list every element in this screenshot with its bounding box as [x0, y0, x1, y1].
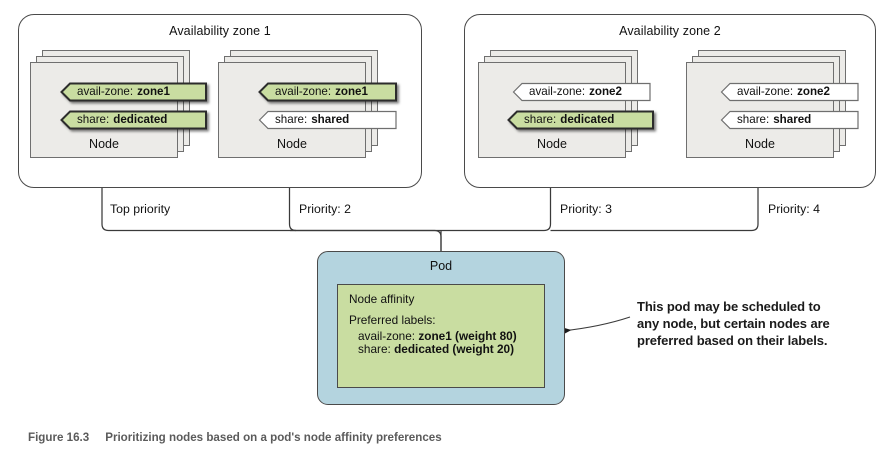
pennant-shape [258, 110, 397, 130]
node-name-label: Node [537, 137, 567, 151]
node-name-label: Node [277, 137, 307, 151]
affinity-item-value: zone1 (weight 80) [418, 328, 517, 343]
label-pennant-avail-zone-z1n2[interactable]: avail-zone: zone1 [258, 82, 398, 102]
label-pennant-avail-zone-z1n1[interactable]: avail-zone: zone1 [60, 82, 208, 102]
label-key: share: [524, 113, 557, 126]
label-pennant-avail-zone-z2n2[interactable]: avail-zone: zone2 [720, 82, 860, 102]
pennant-shape [258, 82, 397, 102]
priority-label-2: Priority: 2 [299, 202, 351, 216]
label-value: zone1 [137, 85, 170, 98]
label-key: avail-zone: [737, 85, 794, 98]
figure-caption: Figure 16.3 Prioritizing nodes based on a… [28, 431, 442, 444]
node-sheet-front [478, 62, 626, 158]
label-key: avail-zone: [77, 85, 134, 98]
zone-2-title: Availability zone 2 [619, 24, 721, 38]
label-pennant-share-z1n2[interactable]: share: shared [258, 110, 398, 130]
pennant-shape [720, 82, 859, 102]
callout-line-3: preferred based on their labels. [637, 332, 828, 348]
label-pennant-share-z2n2[interactable]: share: shared [720, 110, 860, 130]
label-value: dedicated [560, 113, 615, 126]
node-sheet-front [218, 62, 366, 158]
node-name-label: Node [745, 137, 775, 151]
label-value: shared [311, 113, 350, 126]
node-sheet-front [686, 62, 834, 158]
label-pennant-share-z2n1[interactable]: share: dedicated [507, 110, 655, 130]
label-key: avail-zone: [275, 85, 332, 98]
pennant-shape [60, 82, 207, 102]
node-sheet-front [30, 62, 178, 158]
affinity-item-share: share: dedicated (weight 20) [349, 342, 534, 357]
affinity-subheading: Preferred labels: [349, 312, 436, 327]
affinity-item-key: share: [358, 342, 391, 357]
priority-label-1: Top priority [110, 202, 171, 216]
label-key: share: [77, 113, 110, 126]
node-stack-zone2-node2[interactable]: Node [686, 50, 852, 164]
pennant-shape [720, 110, 859, 130]
pennant-shape [60, 110, 207, 130]
pod-box[interactable]: Pod Node affinity Preferred labels: avai… [317, 251, 565, 405]
label-key: share: [737, 113, 770, 126]
connector-node3 [542, 174, 552, 232]
label-pennant-avail-zone-z2n1[interactable]: avail-zone: zone2 [512, 82, 652, 102]
node-stack-zone1-node1[interactable]: Node [30, 50, 196, 164]
node-stack-zone2-node1[interactable]: Node [478, 50, 644, 164]
label-key: share: [275, 113, 308, 126]
priority-label-4: Priority: 4 [768, 202, 820, 216]
affinity-item-key: avail-zone: [358, 328, 416, 343]
label-key: avail-zone: [529, 85, 586, 98]
label-pennant-share-z1n1[interactable]: share: dedicated [60, 110, 208, 130]
connector-node4 [550, 174, 759, 232]
label-value: shared [773, 113, 812, 126]
affinity-item-avail-zone: avail-zone: zone1 (weight 80) [349, 328, 534, 343]
callout-annotation: This pod may be scheduled to any node, b… [637, 299, 887, 350]
affinity-item-value: dedicated (weight 20) [394, 342, 515, 357]
pod-title: Pod [429, 259, 453, 273]
node-affinity-box: Node affinity Preferred labels: avail-zo… [337, 284, 545, 388]
zone-1-title: Availability zone 1 [169, 24, 271, 38]
figure-caption-text: Prioritizing nodes based on a pod's node… [105, 431, 442, 444]
figure-number: Figure 16.3 [28, 431, 90, 444]
affinity-heading: Node affinity [349, 292, 415, 306]
priority-label-3: Priority: 3 [560, 202, 612, 216]
callout-line-2: any node, but certain nodes are [637, 315, 830, 331]
node-stack-zone1-node2[interactable]: Node [218, 50, 384, 164]
callout-leader-line [561, 316, 631, 336]
pennant-shape [507, 110, 654, 130]
node-name-label: Node [89, 137, 119, 151]
label-value: zone1 [335, 85, 368, 98]
pennant-shape [512, 82, 651, 102]
label-value: dedicated [113, 113, 168, 126]
label-value: zone2 [797, 85, 830, 98]
callout-line-1: This pod may be scheduled to [637, 299, 821, 314]
label-value: zone2 [589, 85, 622, 98]
